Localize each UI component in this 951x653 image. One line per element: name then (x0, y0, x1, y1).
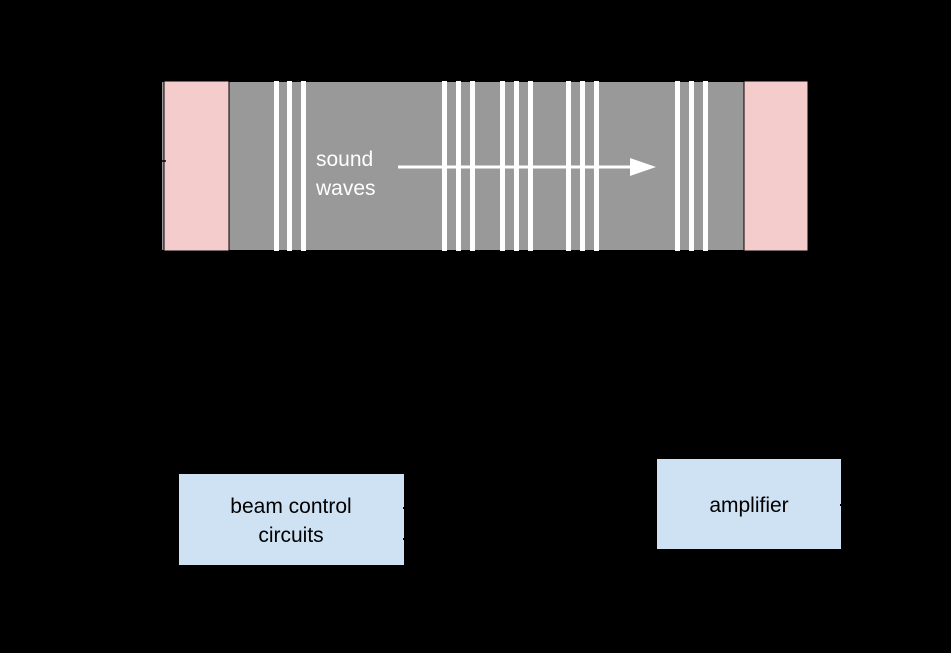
amplifier-block: amplifier (655, 457, 850, 551)
propagation-arrow (398, 158, 656, 176)
beam-control-box (177, 472, 406, 567)
pulse-band (689, 81, 694, 251)
delay-tube: sound waves (156, 80, 809, 252)
amplifier-box (655, 457, 843, 551)
input-transducer (163, 80, 230, 252)
pulse-band (301, 81, 306, 251)
sound-waves-label-line2: waves (315, 177, 376, 200)
pulse-band (675, 81, 680, 251)
beam-control-block: beam control circuits (177, 472, 411, 567)
sound-waves-label-line1: sound (316, 148, 373, 171)
beam-control-label-line1: beam control (230, 495, 351, 518)
arrow-head (630, 158, 656, 176)
pulse-band (274, 81, 279, 251)
amplifier-label: amplifier (709, 494, 788, 517)
beam-control-label-line2: circuits (258, 524, 323, 547)
output-transducer (743, 80, 809, 252)
pulse-band (703, 81, 708, 251)
pulse-band (287, 81, 292, 251)
